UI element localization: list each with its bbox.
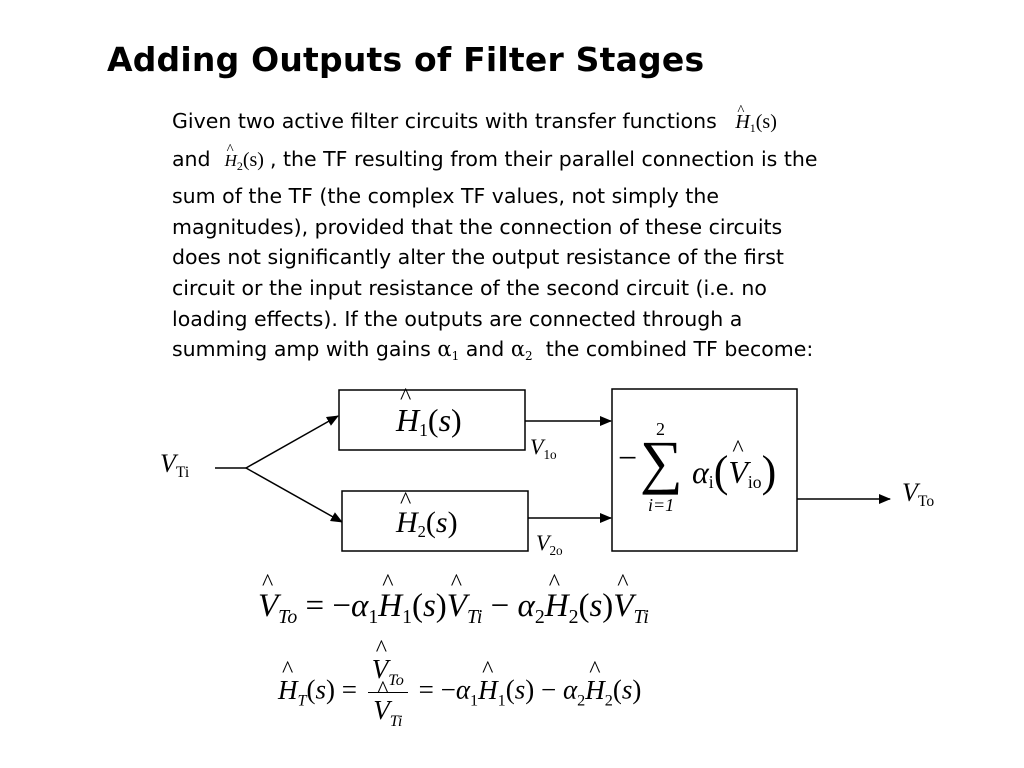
alpha-2-symbol: α2 <box>510 337 533 364</box>
minus-sign: − <box>618 440 638 477</box>
equation-vto: VTo = −α1H1(s)VTi − α2H2(s)VTi <box>258 570 649 629</box>
description-paragraph: Given two active filter circuits with tr… <box>172 96 962 372</box>
v1o-label: V1o <box>530 434 557 462</box>
vto-over-vti-fraction: VTo VTi <box>367 636 408 731</box>
branch-upper-arrow <box>245 415 339 469</box>
para-line-1: Given two active filter circuits with tr… <box>172 96 962 144</box>
summing-block <box>611 388 798 552</box>
slide-title: Adding Outputs of Filter Stages <box>107 40 705 79</box>
alpha-1-symbol: α1 <box>437 337 460 364</box>
sum-term: αi(Vio) <box>692 436 776 497</box>
h1-block <box>338 389 526 451</box>
para-line-4: magnitudes), provided that the connectio… <box>172 214 783 239</box>
para-line-6: circuit or the input resistance of the s… <box>172 275 767 300</box>
h2-inline-symbol: H2(s) <box>225 135 264 182</box>
h2-block <box>341 490 529 552</box>
branch-lower-arrow <box>245 467 343 523</box>
para-line-3: sum of the TF (the complex TF values, no… <box>172 184 719 209</box>
para-line-8: summing amp with gains α1 and α2 the com… <box>172 337 814 364</box>
para-line-2: andH2(s), the TF resulting from their pa… <box>172 135 962 182</box>
output-label-vto: VTo <box>902 478 935 510</box>
h1-inline-symbol: H1(s) <box>735 96 777 144</box>
v2o-label: V2o <box>536 530 563 558</box>
input-label-vti: VTi <box>160 449 190 481</box>
sum-lower-limit: i=1 <box>648 495 675 515</box>
equation-ht: HT(s) = VTo VTi = −α1H1(s) − α2H2(s) <box>278 636 641 731</box>
h2-block-label: H2(s) <box>396 488 458 542</box>
sum-symbol: ∑ <box>640 429 683 495</box>
para-line-5: does not significantly alter the output … <box>172 245 784 270</box>
para-line-7: loading effects). If the outputs are con… <box>172 306 743 331</box>
sum-upper-limit: 2 <box>656 419 665 439</box>
h1-block-label: H1((s)s) <box>396 384 462 441</box>
